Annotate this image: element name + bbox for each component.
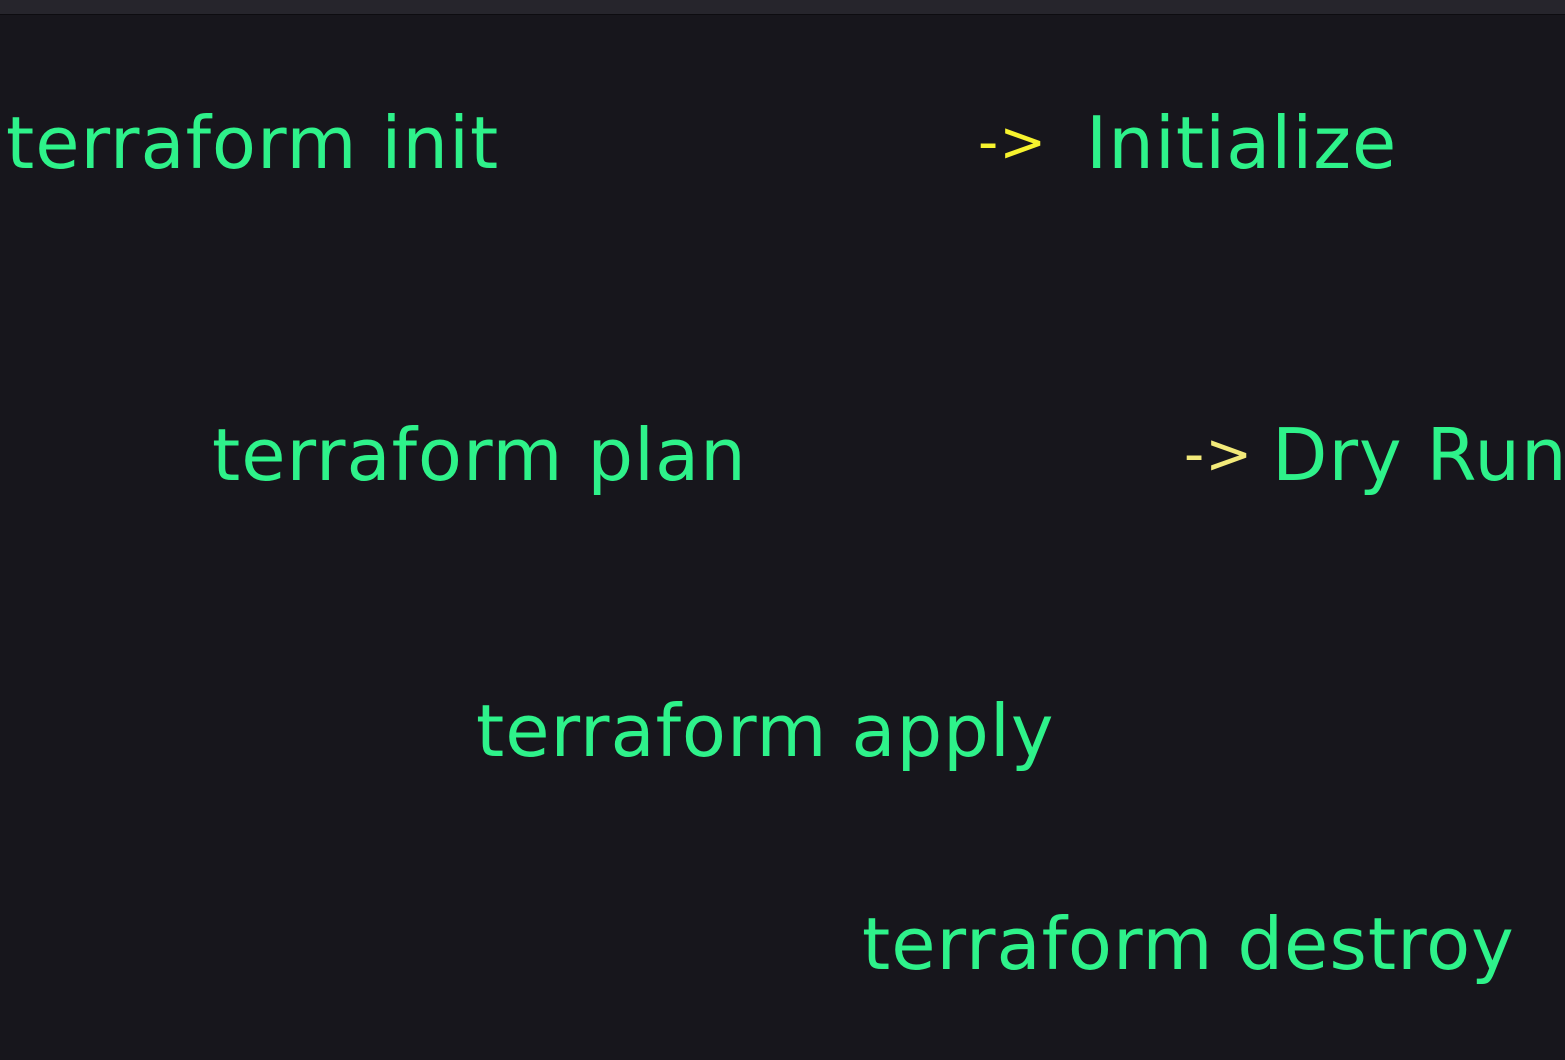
terraform-destroy-command: terraform destroy — [862, 902, 1515, 986]
init-description: Initialize — [1086, 101, 1398, 185]
init-arrow: -> — [978, 110, 1048, 175]
plan-arrow: -> — [1184, 422, 1254, 487]
whiteboard-canvas: terraform init -> Initialize terraform p… — [0, 15, 1565, 1060]
terraform-plan-command: terraform plan — [212, 413, 747, 497]
terraform-apply-command: terraform apply — [476, 689, 1055, 773]
plan-description: Dry Run — [1272, 413, 1565, 497]
window-top-bar — [0, 0, 1565, 15]
terraform-init-command: terraform init — [6, 101, 500, 185]
